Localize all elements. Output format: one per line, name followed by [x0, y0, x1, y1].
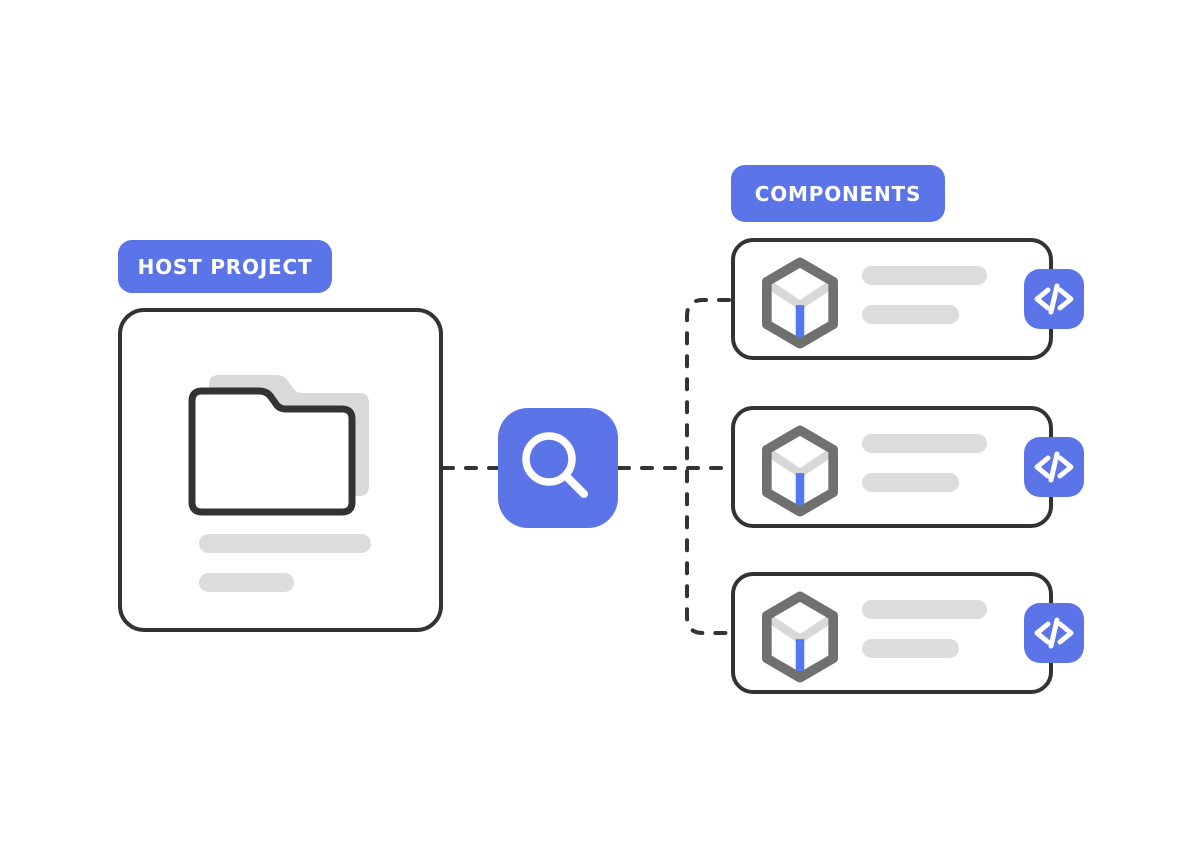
folder-icon — [188, 375, 369, 516]
code-badge — [1024, 269, 1084, 329]
connector-branch-top-bottom — [685, 298, 731, 635]
card-text-placeholder-line-1 — [862, 434, 987, 453]
host-text-placeholder-line-1 — [199, 534, 371, 553]
code-icon — [1034, 283, 1074, 315]
card-text-placeholder-line-2 — [862, 639, 959, 658]
host-text-placeholder-line-2 — [199, 573, 294, 592]
host-project-label: HOST PROJECT — [118, 240, 332, 293]
code-badge — [1024, 603, 1084, 663]
search-button — [498, 408, 618, 528]
card-text-placeholder-line-1 — [862, 600, 987, 619]
search-icon — [522, 432, 588, 498]
code-badge — [1024, 437, 1084, 497]
components-label-text: COMPONENTS — [754, 181, 922, 206]
host-project-box — [118, 308, 443, 632]
package-cube-icon — [762, 591, 838, 683]
card-text-placeholder-line-2 — [862, 473, 959, 492]
component-card-3 — [731, 572, 1084, 694]
package-cube-icon — [762, 257, 838, 349]
code-icon — [1034, 451, 1074, 483]
component-card-2 — [731, 406, 1084, 528]
components-label: COMPONENTS — [731, 165, 945, 222]
card-text-placeholder-line-1 — [862, 266, 987, 285]
component-card-1 — [731, 238, 1084, 360]
card-text-placeholder-line-2 — [862, 305, 959, 324]
code-icon — [1034, 617, 1074, 649]
package-cube-icon — [762, 425, 838, 517]
host-project-label-text: HOST PROJECT — [137, 254, 313, 279]
